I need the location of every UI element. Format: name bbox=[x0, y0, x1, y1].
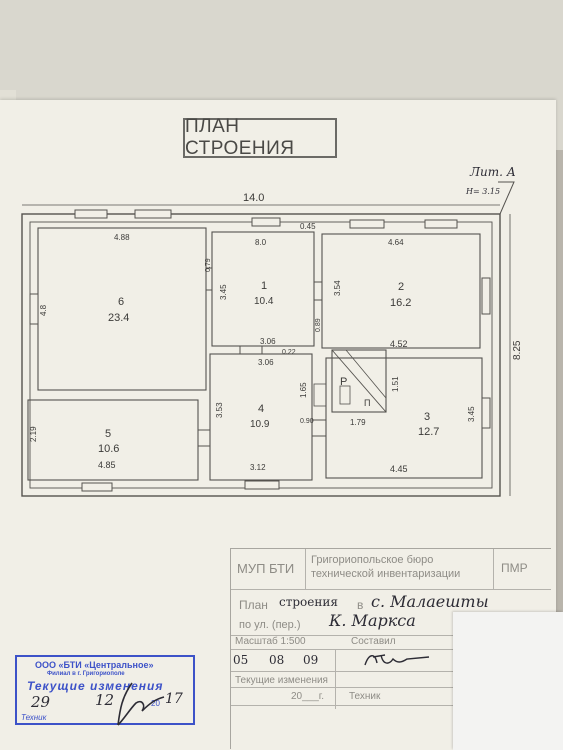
room-6-number: 6 bbox=[118, 296, 124, 308]
room-4-number: 4 bbox=[258, 403, 264, 415]
stove-outline bbox=[331, 349, 387, 413]
room-1-outline bbox=[211, 231, 315, 347]
scale-label: Масштаб 1:500 bbox=[235, 636, 306, 647]
room-1-area: 10.4 bbox=[254, 296, 274, 307]
dim-345b: 3.45 bbox=[467, 406, 476, 422]
stamp-year-tail: 17 bbox=[165, 691, 183, 707]
dim-354: 3.54 bbox=[333, 280, 342, 296]
dim-452: 4.52 bbox=[390, 339, 408, 349]
stamp-org: ООО «БТИ «Центральное» bbox=[35, 660, 154, 670]
room-4-outline bbox=[209, 353, 313, 481]
dim-306b: 3.06 bbox=[258, 358, 274, 367]
room-2-area: 16.2 bbox=[390, 297, 411, 309]
street-value: К. Маркса bbox=[329, 611, 416, 630]
dim-090: 0.90 bbox=[300, 418, 314, 425]
room-1-number: 1 bbox=[261, 280, 267, 292]
overlapping-paper bbox=[453, 612, 563, 750]
room-4-area: 10.9 bbox=[250, 419, 270, 430]
stamp-branch: Филиал в г. Григориополе bbox=[47, 671, 125, 677]
dim-151: 1.51 bbox=[391, 376, 400, 392]
changes-stamp: ООО «БТИ «Центральное» Филиал в г. Григо… bbox=[15, 655, 195, 726]
street-label: по ул. (пер.) bbox=[239, 619, 301, 631]
dim-312: 3.12 bbox=[250, 463, 266, 472]
dim-80: 8.0 bbox=[255, 238, 267, 247]
stove-label-r: P bbox=[340, 376, 347, 388]
pmr-label: ПМР bbox=[501, 561, 528, 575]
dim-445: 4.45 bbox=[390, 464, 408, 474]
overall-width: 14.0 bbox=[243, 192, 264, 204]
room-6-area: 23.4 bbox=[108, 312, 129, 324]
room-3-area: 12.7 bbox=[418, 426, 439, 438]
dim-48: 4.8 bbox=[39, 304, 48, 316]
room-5-number: 5 bbox=[105, 428, 111, 440]
village-prefix: в bbox=[357, 598, 364, 612]
year-suffix: 20___г. bbox=[291, 691, 325, 702]
org-full-2: технической инвентаризации bbox=[311, 568, 461, 580]
date-year: 09 bbox=[303, 653, 319, 667]
dim-179: 1.79 bbox=[350, 418, 366, 427]
stamp-tech: Техник bbox=[21, 713, 47, 722]
current-changes-label: Текущие изменения bbox=[235, 675, 328, 686]
dim-165: 1.65 bbox=[299, 382, 308, 398]
tech-label: Техник bbox=[349, 691, 381, 702]
date-day: 05 bbox=[233, 653, 249, 667]
height-label: H= 3.15 bbox=[466, 187, 501, 196]
compiled-label: Составил bbox=[351, 636, 396, 647]
dim-022: 0.22 bbox=[282, 349, 296, 356]
stamp-day: 29 bbox=[31, 693, 51, 711]
room-5-outline bbox=[27, 399, 199, 481]
room-6-outline bbox=[37, 227, 207, 391]
room-2-number: 2 bbox=[398, 281, 404, 293]
room-3-number: 3 bbox=[424, 411, 430, 423]
dim-045: 0.45 bbox=[300, 222, 316, 231]
dim-345a: 3.45 bbox=[219, 284, 228, 300]
plan-label: План bbox=[239, 598, 268, 612]
dim-488: 4.88 bbox=[114, 233, 130, 242]
village-value: с. Малаешты bbox=[371, 592, 489, 611]
dim-464: 4.64 bbox=[388, 238, 404, 247]
dim-306a: 3.06 bbox=[260, 337, 276, 346]
overall-depth: 8.25 bbox=[512, 340, 523, 360]
lit-label: Лит. А bbox=[470, 165, 516, 179]
dim-219: 2.19 bbox=[29, 426, 38, 442]
dim-485: 4.85 bbox=[98, 460, 116, 470]
room-2-outline bbox=[321, 233, 481, 349]
plan-title-stamp: ПЛАН СТРОЕНИЯ bbox=[183, 116, 337, 159]
stamp-year-prefix: 20 bbox=[151, 699, 160, 708]
org-short: МУП БТИ bbox=[237, 561, 295, 576]
dim-089: 0.89 bbox=[315, 318, 322, 332]
outer-wall bbox=[21, 213, 501, 497]
room-5-area: 10.6 bbox=[98, 443, 119, 455]
title-block: МУП БТИ Григориопольское бюро техническо… bbox=[230, 548, 551, 749]
stove-label-p: П bbox=[364, 398, 370, 408]
dim-353: 3.53 bbox=[215, 402, 224, 418]
plan-value: строения bbox=[279, 595, 338, 609]
stamp-signature bbox=[117, 682, 165, 726]
org-full-1: Григориопольское бюро bbox=[311, 554, 434, 566]
compiler-signature bbox=[364, 654, 430, 666]
dim-079: 0.79 bbox=[205, 258, 212, 272]
stamp-month: 12 bbox=[95, 691, 115, 709]
date-month: 08 bbox=[269, 653, 285, 667]
